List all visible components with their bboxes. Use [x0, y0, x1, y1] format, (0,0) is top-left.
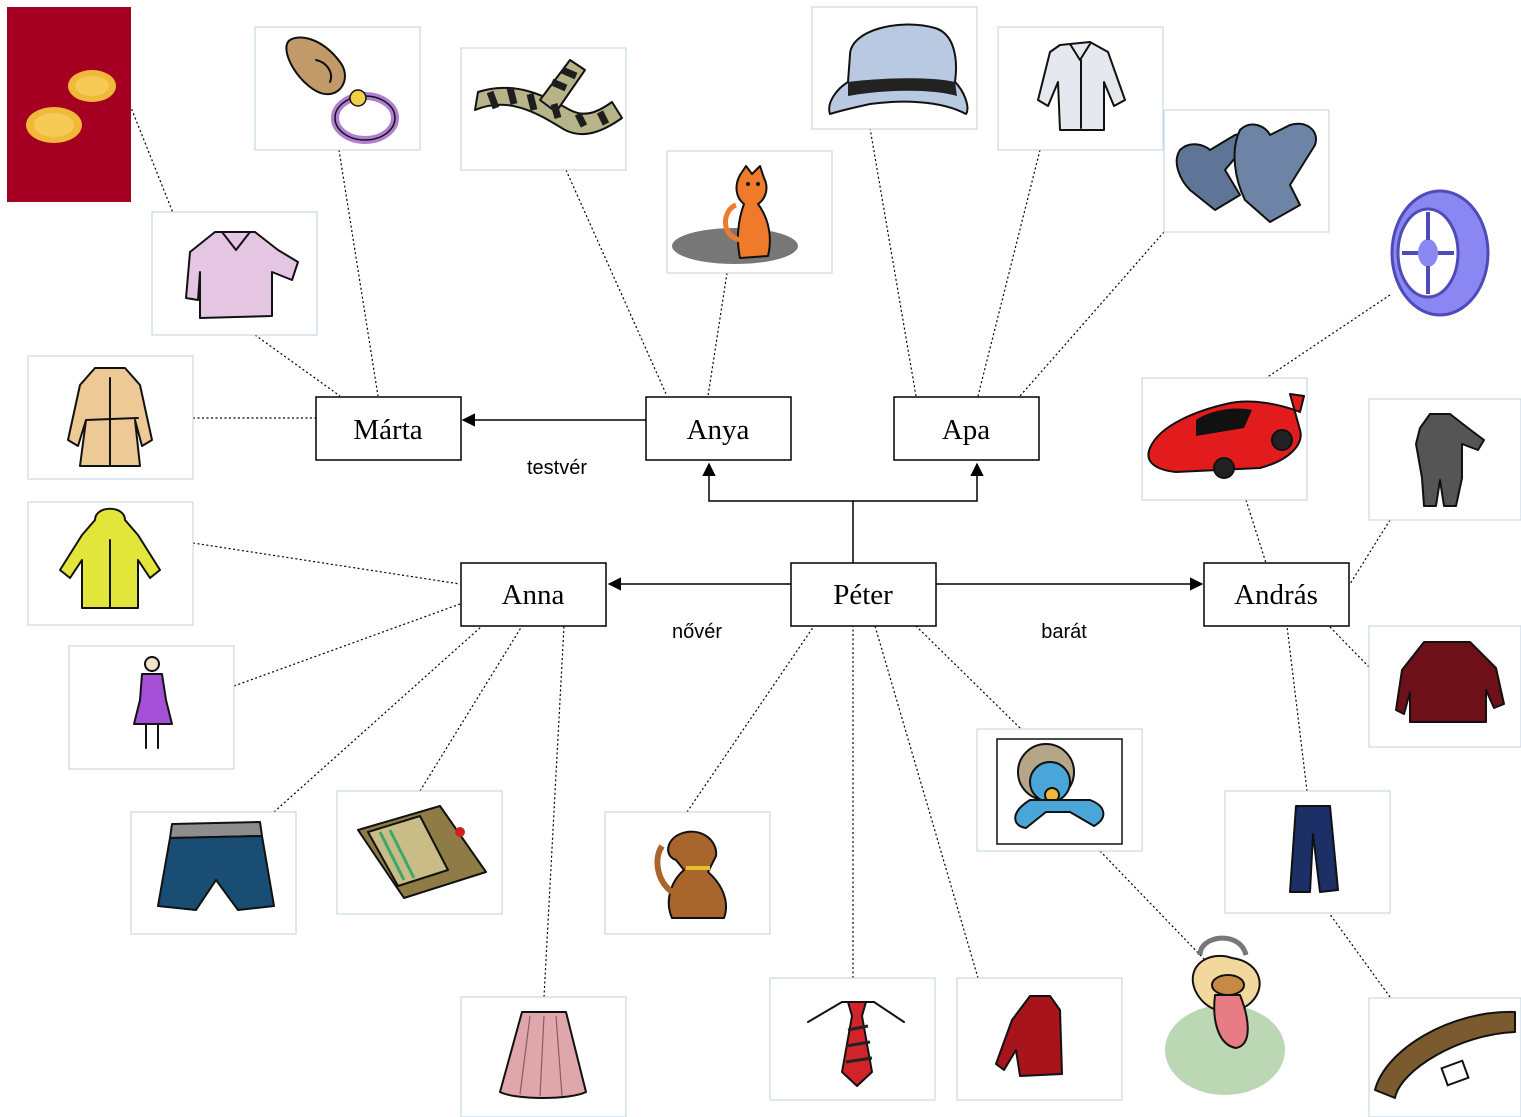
- node-label-marta: Márta: [353, 414, 422, 446]
- wallet-icon: [336, 790, 503, 915]
- node-apa: Apa: [893, 396, 1040, 461]
- shorts-icon: [130, 811, 297, 935]
- dog-icon: [604, 811, 771, 935]
- belt-icon: [1368, 997, 1521, 1117]
- hat-icon: [811, 6, 978, 130]
- connector-peter-dog: [686, 625, 815, 813]
- relation-label-nover: nővér: [672, 621, 722, 643]
- connector-andras-jacket: [1328, 625, 1370, 668]
- scarf-icon: [460, 47, 627, 171]
- coat-icon: [27, 355, 194, 480]
- gloves-icon: [1163, 109, 1330, 233]
- skirt-icon: [460, 996, 627, 1117]
- node-andras: András: [1203, 562, 1350, 627]
- raincoat-icon: [27, 501, 194, 626]
- node-label-andras: András: [1234, 579, 1318, 611]
- connector-apa-hat: [869, 127, 917, 397]
- connector-anna-shorts: [273, 625, 483, 813]
- node-label-anya: Anya: [687, 414, 750, 446]
- connector-anna-raincoat: [192, 542, 461, 585]
- car-icon: [1141, 377, 1308, 501]
- sweater-icon: [956, 977, 1123, 1101]
- connector-anna-wallet: [419, 625, 523, 792]
- pacifier-icon: [1165, 935, 1285, 1095]
- connector-andras-car: [1245, 499, 1267, 564]
- connector-peter-baby: [915, 625, 1021, 729]
- node-label-anna: Anna: [502, 579, 565, 611]
- connector-anya-scarf: [565, 169, 668, 397]
- dress-icon: [68, 645, 235, 770]
- node-anna: Anna: [460, 562, 607, 627]
- node-anya: Anya: [645, 396, 792, 461]
- jeans-icon: [1224, 790, 1391, 914]
- connector-marta-buttons: [129, 104, 174, 214]
- relation-label-barat: barát: [1041, 621, 1087, 643]
- ring-icon: [254, 26, 421, 151]
- connector-apa-gloves: [1019, 231, 1165, 397]
- shirt-icon: [997, 26, 1164, 151]
- arrow-peter-to-parents-stem: [702, 462, 854, 563]
- connector-marta-blouse: [254, 334, 341, 397]
- node-peter: Péter: [790, 562, 937, 627]
- cat-icon: [666, 150, 833, 274]
- tire-icon: [1390, 189, 1490, 317]
- connector-anna-skirt: [543, 625, 565, 998]
- connector-anna-dress: [233, 603, 461, 687]
- connector-lines: [129, 104, 1391, 998]
- blouse-icon: [151, 211, 318, 336]
- node-label-peter: Péter: [833, 579, 893, 611]
- connector-peter-sweater: [874, 625, 979, 979]
- relation-label-testver: testvér: [527, 457, 587, 479]
- connector-andras-suit: [1349, 519, 1391, 585]
- arrow-peter-to-apa: [853, 462, 984, 502]
- buttons-icon: [7, 7, 131, 202]
- node-marta: Márta: [315, 396, 462, 461]
- connector-andras-jeans: [1286, 625, 1308, 792]
- suit-icon: [1368, 398, 1521, 521]
- connector-jeans-belt: [1328, 912, 1391, 998]
- node-label-apa: Apa: [942, 414, 990, 446]
- relation-arrows: [461, 413, 1204, 591]
- jacket-icon: [1368, 625, 1521, 748]
- baby-icon: [976, 728, 1143, 852]
- tie-icon: [769, 977, 936, 1101]
- connector-anya-cat: [707, 272, 728, 397]
- connector-apa-shirt: [977, 149, 1041, 397]
- connector-marta-ring: [338, 149, 379, 397]
- connector-car-tire: [1265, 294, 1391, 379]
- connector-baby-pacifier: [1099, 850, 1206, 961]
